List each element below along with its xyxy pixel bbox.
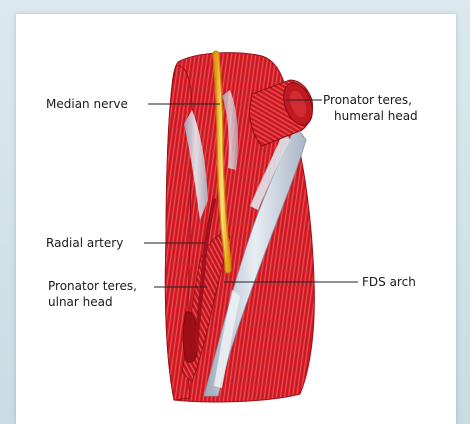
label-radial-artery: Radial artery [46, 236, 123, 250]
label-fds-arch: FDS arch [362, 275, 416, 289]
label-pronator-teres-humeral-2: humeral head [334, 109, 418, 123]
label-pronator-teres-ulnar-2: ulnar head [48, 295, 113, 309]
label-median-nerve: Median nerve [46, 97, 128, 111]
label-pronator-teres-humeral-1: Pronator teres, [323, 93, 412, 107]
label-pronator-teres-ulnar-1: Pronator teres, [48, 279, 137, 293]
